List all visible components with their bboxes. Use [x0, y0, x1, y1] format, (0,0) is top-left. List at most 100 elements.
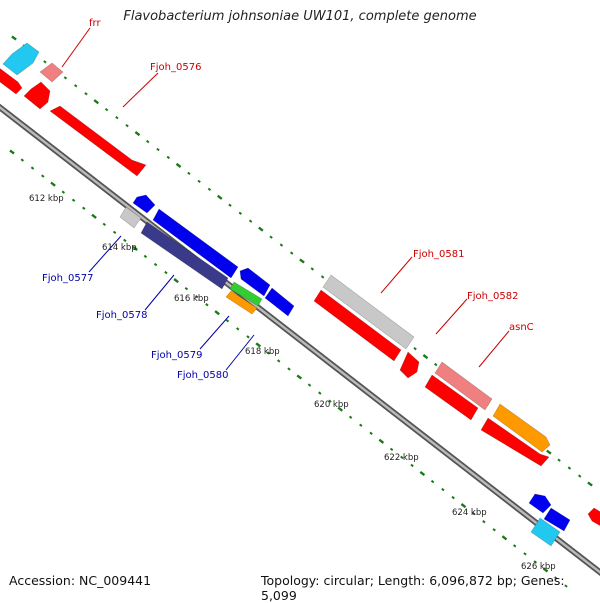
- inner-tick-25: [266, 351, 271, 355]
- inner-tick-10: [112, 230, 117, 234]
- label-asnc[interactable]: asnC: [509, 322, 534, 333]
- feature-arrow-pink-1[interactable]: [39, 62, 64, 83]
- inner-tick-24: [255, 342, 262, 348]
- outer-tick-56: [587, 481, 593, 487]
- feature-arrow-cyan-2[interactable]: [530, 517, 561, 547]
- outer-tick-5: [63, 76, 68, 80]
- outer-tick-15: [166, 155, 171, 160]
- label-fjoh-0580[interactable]: Fjoh_0580: [177, 370, 228, 381]
- feature-arrow-blue-5[interactable]: [528, 493, 552, 514]
- leader-fjoh-0576: [122, 72, 159, 108]
- inner-tick-50: [523, 552, 527, 556]
- inner-tick-17: [184, 287, 189, 291]
- outer-tick-26: [279, 243, 284, 247]
- label-fjoh-0581[interactable]: Fjoh_0581: [413, 249, 464, 260]
- feature-arrow-pink-2[interactable]: [434, 361, 493, 411]
- inner-tick-51: [533, 560, 537, 564]
- tick-label-622: 622 kbp: [384, 453, 419, 463]
- feature-arrow-red-7[interactable]: [480, 417, 550, 467]
- outer-tick-22: [238, 211, 243, 215]
- inner-tick-2: [30, 166, 35, 170]
- inner-tick-34: [359, 423, 363, 427]
- outer-tick-9: [104, 108, 109, 112]
- tick-label-614: 614 kbp: [102, 243, 137, 253]
- inner-tick-32: [337, 406, 344, 412]
- inner-tick-0: [9, 149, 15, 155]
- outer-tick-0: [11, 35, 17, 41]
- inner-tick-23: [246, 335, 250, 339]
- feature-arrow-red-2[interactable]: [23, 81, 51, 110]
- label-fjoh-0577[interactable]: Fjoh_0577: [42, 273, 93, 284]
- inner-tick-16: [173, 278, 179, 284]
- feature-arrow-blue-4[interactable]: [264, 287, 295, 317]
- outer-tick-53: [557, 458, 561, 462]
- outer-tick-40: [422, 354, 429, 360]
- accession-text: Accession: NC_009441: [9, 573, 152, 588]
- feature-arrow-red-3[interactable]: [49, 105, 147, 177]
- inner-tick-20: [214, 310, 220, 316]
- inner-tick-40: [419, 470, 426, 477]
- feature-arrow-blue-3[interactable]: [239, 267, 271, 297]
- map-title: Flavobacterium johnsoniae UW101, complet…: [123, 9, 477, 24]
- feature-arrow-red-8[interactable]: [587, 507, 600, 528]
- tick-label-624: 624 kbp: [452, 508, 487, 518]
- feature-arrow-red-5[interactable]: [399, 351, 420, 379]
- inner-tick-29: [307, 383, 312, 387]
- feature-arrow-cyan-1[interactable]: [2, 42, 40, 76]
- feature-arrow-grey-1[interactable]: [119, 206, 142, 229]
- outer-tick-3: [43, 60, 47, 64]
- feature-arrow-indigo-1[interactable]: [140, 221, 229, 290]
- tick-label-612: 612 kbp: [29, 194, 64, 204]
- leader-fjoh-0581: [380, 256, 413, 294]
- inner-tick-1: [20, 158, 25, 162]
- outer-tick-27: [289, 251, 294, 255]
- leader-fjoh-0577: [88, 235, 122, 273]
- outer-tick-41: [433, 362, 438, 367]
- inner-tick-5: [61, 190, 66, 194]
- feature-arrow-blue-2[interactable]: [152, 208, 239, 279]
- feature-arrow-red-6[interactable]: [424, 374, 479, 421]
- label-fjoh-0582[interactable]: Fjoh_0582: [467, 291, 518, 302]
- inner-tick-7: [82, 206, 86, 210]
- inner-tick-30: [318, 391, 322, 395]
- inner-tick-48: [501, 535, 508, 541]
- outer-tick-55: [577, 474, 582, 478]
- feature-arrow-blue-1[interactable]: [132, 194, 156, 214]
- label-fjoh-0576[interactable]: Fjoh_0576: [150, 62, 201, 73]
- inner-tick-33: [348, 415, 353, 419]
- feature-track: [0, 42, 600, 547]
- label-frr[interactable]: frr: [89, 18, 101, 29]
- label-fjoh-0579[interactable]: Fjoh_0579: [151, 350, 202, 361]
- outer-tick-6: [73, 84, 78, 88]
- outer-tick-54: [567, 466, 572, 470]
- outer-tick-12: [134, 131, 141, 137]
- inner-tick-43: [451, 495, 455, 500]
- feature-arrow-orange-1[interactable]: [225, 290, 258, 315]
- leader-fjoh-0582: [435, 298, 468, 335]
- outer-tick-29: [310, 267, 315, 271]
- leader-fjoh-0578: [144, 274, 175, 311]
- outer-tick-23: [248, 219, 253, 223]
- inner-tick-46: [482, 520, 486, 524]
- inner-tick-53: [553, 576, 558, 580]
- outer-tick-13: [145, 139, 150, 144]
- feature-arrow-red-1[interactable]: [0, 64, 23, 95]
- inner-tick-22: [235, 327, 240, 331]
- inner-tick-13: [143, 254, 148, 259]
- feature-arrow-green-1[interactable]: [229, 281, 263, 307]
- feature-arrow-grey-2[interactable]: [322, 274, 415, 350]
- tick-label-620: 620 kbp: [314, 400, 349, 410]
- inner-tick-31: [328, 399, 332, 403]
- inner-tick-28: [296, 374, 303, 380]
- feature-arrow-orange-2[interactable]: [492, 403, 551, 453]
- label-fjoh-0578[interactable]: Fjoh_0578: [96, 310, 147, 321]
- outer-tick-10: [115, 116, 119, 120]
- feature-arrow-blue-6[interactable]: [543, 507, 571, 532]
- inner-tick-14: [153, 262, 158, 267]
- outer-tick-20: [216, 194, 223, 200]
- inner-tick-26: [276, 359, 281, 363]
- leader-fjoh-0579: [199, 315, 230, 350]
- feature-arrow-red-4[interactable]: [313, 289, 402, 362]
- outer-tick-14: [156, 147, 160, 152]
